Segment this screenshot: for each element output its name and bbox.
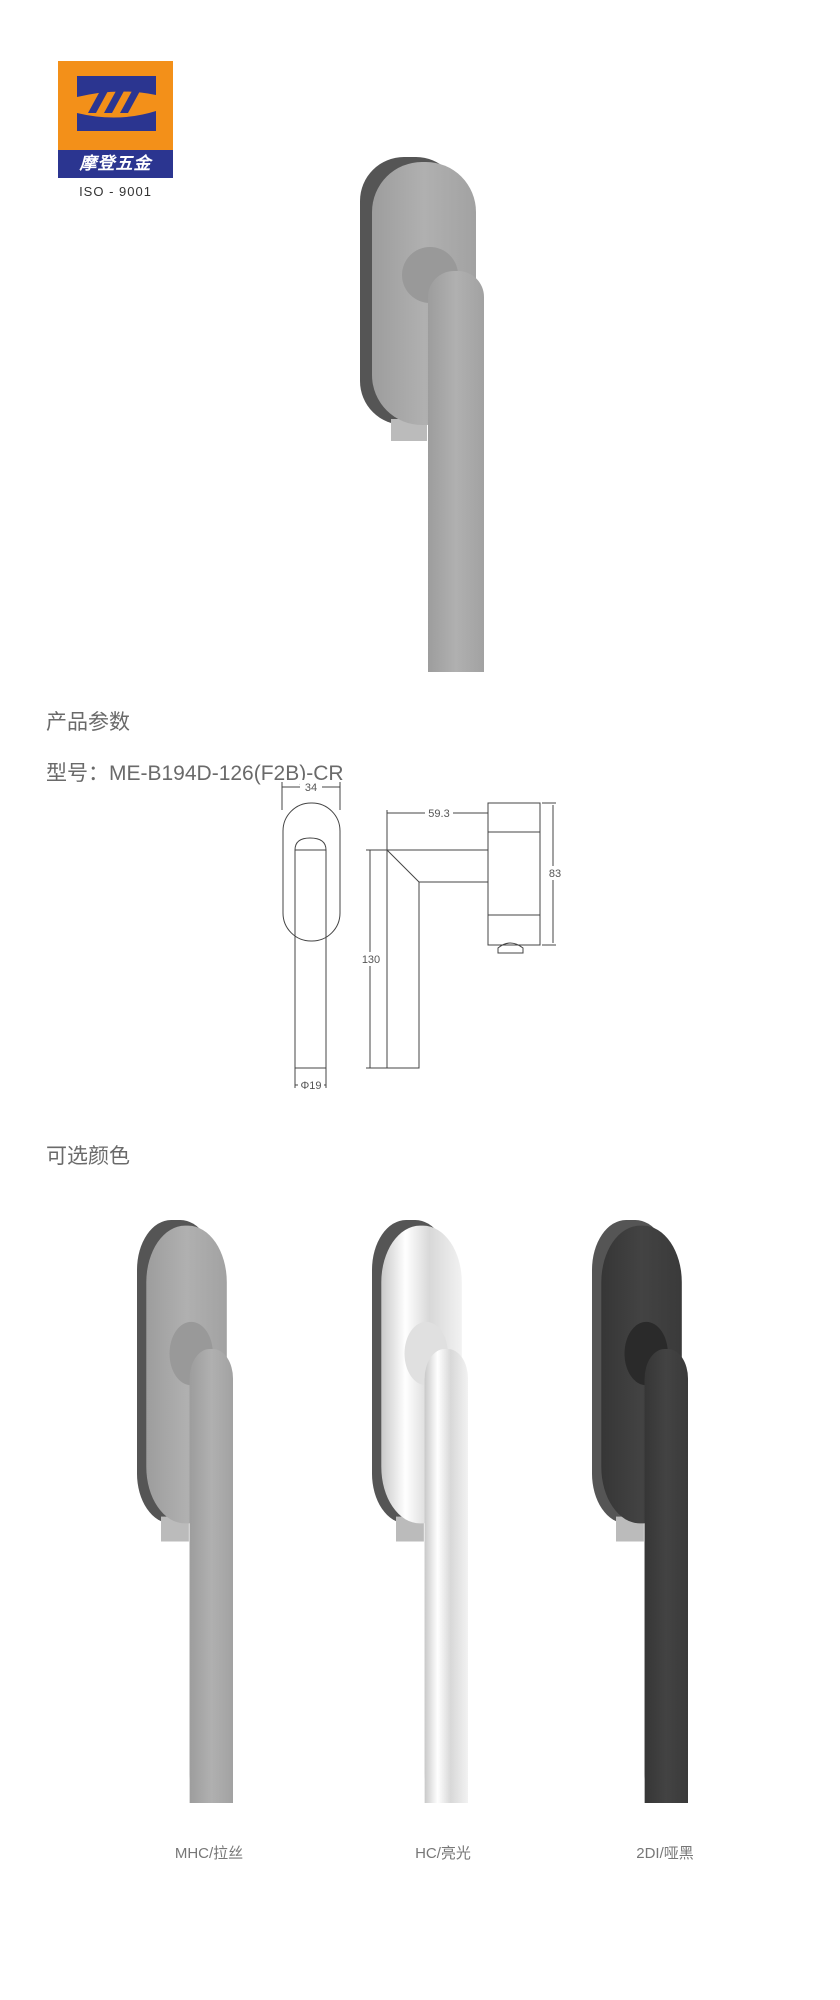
dim-plate-height: 83: [549, 868, 561, 880]
side-view: [366, 802, 556, 1069]
certification-text: ISO - 9001: [79, 184, 152, 199]
dim-depth: 59.3: [428, 808, 449, 820]
dim-height: 130: [362, 954, 380, 966]
color-option-label: HC/亮光: [415, 1845, 471, 1862]
technical-drawing: 34 Φ19 59.3 83 130: [281, 780, 564, 1092]
color-option-image-chrome: [372, 1220, 468, 1803]
brand-logo: 摩登五金: [58, 61, 173, 178]
color-option-image-black: [592, 1220, 688, 1803]
product-params-heading: 产品参数: [46, 710, 130, 734]
color-option-label: MHC/拉丝: [174, 1845, 244, 1862]
product-image-handle: [360, 157, 484, 672]
logo-brand-text: 摩登五金: [58, 150, 173, 178]
color-option-image-brushed: [137, 1220, 233, 1803]
color-option-label: 2DI/哑黑: [636, 1845, 694, 1862]
model-number: 型号：ME-B194D-126(F2B)-CR: [46, 762, 344, 785]
logo-mark: [58, 61, 173, 150]
dim-width: 34: [305, 782, 317, 794]
colors-heading: 可选颜色: [46, 1144, 130, 1168]
front-view: [281, 782, 341, 1088]
dim-diameter: Φ19: [300, 1080, 321, 1092]
